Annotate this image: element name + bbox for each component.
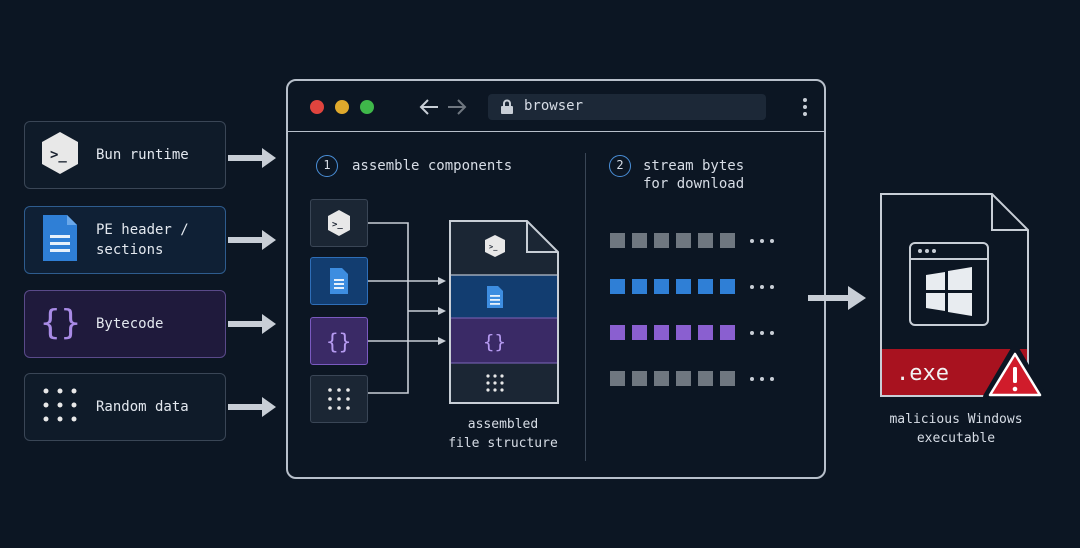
svg-text:>_: >_ [489, 243, 498, 251]
ellipsis-dot [760, 377, 764, 381]
arrow-right-icon [808, 286, 866, 310]
document-icon [39, 213, 81, 267]
forward-arrow-icon [448, 99, 467, 115]
byte-block [610, 233, 625, 248]
exe-file-icon [880, 193, 1047, 402]
input-bun-runtime: >_ Bun runtime [24, 121, 226, 189]
component-bytecode: {} [310, 317, 368, 365]
bun-runtime-icon: >_ [39, 130, 81, 180]
step-2-badge: 2 [609, 155, 631, 177]
bun-runtime-icon: >_ [328, 210, 350, 236]
svg-text:{}: {} [483, 331, 506, 353]
byte-block [720, 279, 735, 294]
arrow-right-icon [228, 397, 276, 417]
back-arrow-icon [419, 99, 438, 115]
arrow-right-icon [228, 314, 276, 334]
input-label: Bun runtime [96, 147, 189, 163]
byte-block [632, 371, 647, 386]
byte-block [676, 233, 691, 248]
input-label: Bytecode [96, 316, 164, 332]
browser-window: browser 1 assemble components 2 stream b… [286, 79, 826, 479]
document-icon [330, 268, 348, 294]
byte-block [676, 325, 691, 340]
more-menu-icon [803, 98, 807, 116]
ellipsis-dot [770, 239, 774, 243]
ellipsis-dot [750, 377, 754, 381]
exe-extension-label: .exe [896, 361, 949, 386]
ellipsis-dot [760, 239, 764, 243]
browser-toolbar: browser [288, 81, 824, 132]
step-1-badge: 1 [316, 155, 338, 177]
svg-text:{}: {} [40, 303, 81, 343]
byte-block [632, 279, 647, 294]
byte-block [632, 233, 647, 248]
lock-icon [501, 99, 513, 114]
dot-grid-icon [328, 388, 350, 410]
byte-block [632, 325, 647, 340]
byte-block [720, 325, 735, 340]
svg-text:>_: >_ [332, 220, 343, 230]
minimize-dot-icon [335, 100, 349, 114]
byte-block [654, 371, 669, 386]
component-pe-header [310, 257, 368, 305]
step-2-text: stream bytes for download [643, 158, 745, 192]
close-dot-icon [310, 100, 324, 114]
step-1-text: assemble components [352, 158, 513, 174]
byte-block [698, 233, 713, 248]
input-pe-header: PE header / sections [24, 206, 226, 274]
maximize-dot-icon [360, 100, 374, 114]
byte-block [610, 371, 625, 386]
byte-block [676, 371, 691, 386]
input-label: Random data [96, 399, 189, 415]
output-label: malicious Windows executable [889, 412, 1023, 446]
braces-icon: {} [326, 330, 351, 354]
input-label: PE header / sections [96, 222, 189, 258]
byte-block [610, 279, 625, 294]
assembled-file-icon: >_ {} [449, 220, 559, 404]
byte-block [698, 371, 713, 386]
byte-block [698, 325, 713, 340]
byte-block [720, 233, 735, 248]
byte-block [720, 371, 735, 386]
svg-text:>_: >_ [50, 147, 67, 163]
component-bun-runtime: >_ [310, 199, 368, 247]
ellipsis-dot [770, 285, 774, 289]
section-divider [585, 153, 586, 461]
arrow-right-icon [228, 230, 276, 250]
assembly-connectors [368, 222, 446, 394]
byte-block [654, 279, 669, 294]
dot-grid-icon [39, 384, 81, 430]
braces-icon: {} [39, 300, 81, 348]
byte-block [676, 279, 691, 294]
ellipsis-dot [770, 331, 774, 335]
byte-block [610, 325, 625, 340]
ellipsis-dot [760, 331, 764, 335]
byte-block [698, 279, 713, 294]
byte-block [654, 233, 669, 248]
url-text: browser [524, 98, 584, 114]
input-random-data: Random data [24, 373, 226, 441]
ellipsis-dot [770, 377, 774, 381]
assembled-file-label: assembled file structure [448, 417, 558, 451]
ellipsis-dot [750, 239, 754, 243]
byte-block [654, 325, 669, 340]
ellipsis-dot [750, 331, 754, 335]
input-bytecode: {} Bytecode [24, 290, 226, 358]
ellipsis-dot [760, 285, 764, 289]
component-random-data [310, 375, 368, 423]
svg-text:{}: {} [326, 330, 351, 354]
arrow-right-icon [228, 148, 276, 168]
address-bar: browser [488, 94, 766, 120]
ellipsis-dot [750, 285, 754, 289]
